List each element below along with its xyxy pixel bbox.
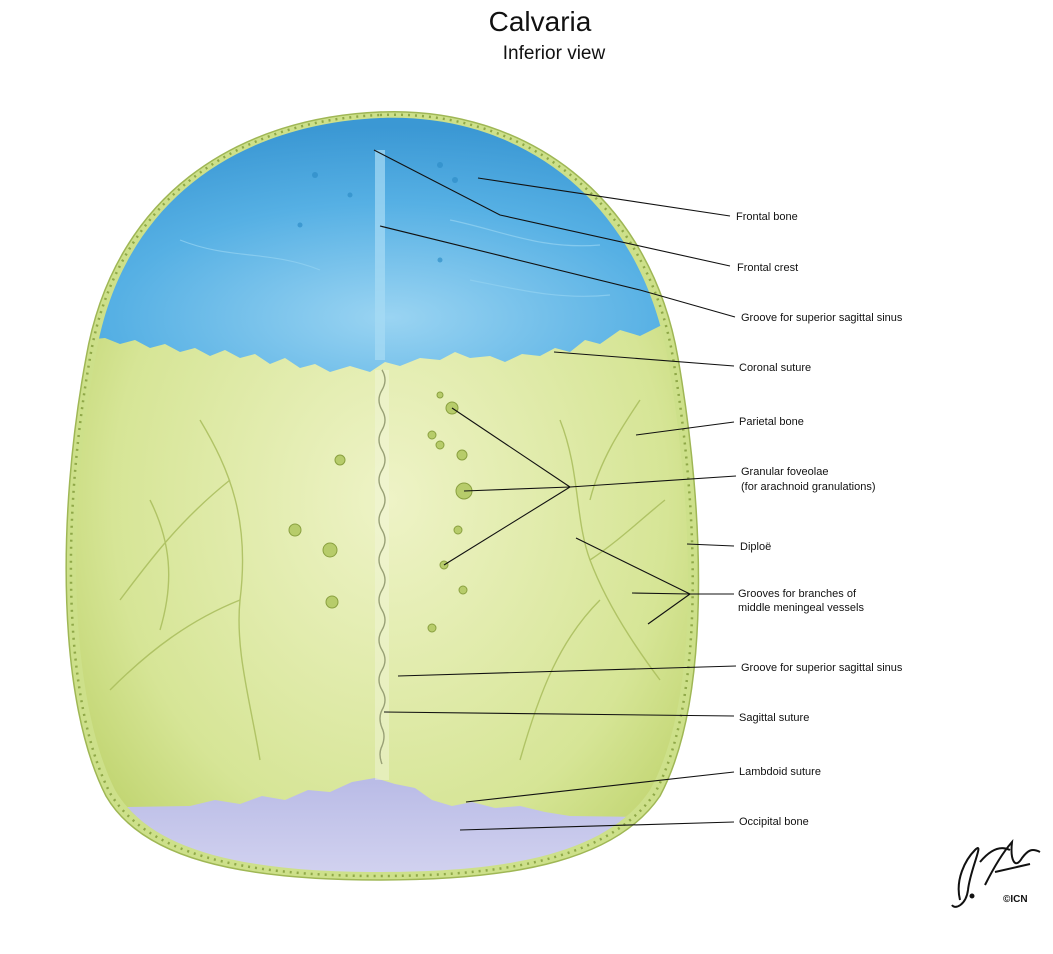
label-parietal-bone: Parietal bone bbox=[739, 416, 804, 428]
labels: Frontal bone Frontal crest Groove for su… bbox=[736, 211, 903, 828]
diagram-subtitle: Inferior view bbox=[503, 43, 606, 64]
frontal-pits bbox=[297, 162, 458, 263]
netter-signature: ©ICN bbox=[951, 838, 1041, 908]
label-groove-sss-upper: Groove for superior sagittal sinus bbox=[741, 312, 903, 324]
meningeal-grooves bbox=[109, 399, 666, 761]
label-granular-foveolae: Granular foveolae bbox=[741, 466, 828, 478]
label-occipital-bone: Occipital bone bbox=[739, 816, 809, 828]
label-frontal-bone: Frontal bone bbox=[736, 211, 798, 223]
label-grooves-meningeal-2: middle meningeal vessels bbox=[738, 602, 864, 614]
label-coronal-suture: Coronal suture bbox=[739, 362, 811, 374]
label-sagittal-suture: Sagittal suture bbox=[739, 712, 809, 724]
label-frontal-crest: Frontal crest bbox=[737, 262, 798, 274]
leader-lines bbox=[373, 149, 737, 831]
label-diploe: Diploë bbox=[740, 541, 771, 553]
sagittal-suture bbox=[378, 369, 386, 765]
frontal-texture bbox=[179, 219, 611, 297]
label-grooves-meningeal: Grooves for branches of bbox=[738, 588, 857, 600]
signature-copyright: ©ICN bbox=[1003, 894, 1028, 905]
label-groove-sss-lower: Groove for superior sagittal sinus bbox=[741, 662, 903, 674]
label-lambdoid-suture: Lambdoid suture bbox=[739, 766, 821, 778]
label-granular-foveolae-note: (for arachnoid granulations) bbox=[741, 481, 876, 493]
diagram-title: Calvaria bbox=[489, 6, 592, 37]
calvaria-illustration bbox=[65, 111, 700, 881]
